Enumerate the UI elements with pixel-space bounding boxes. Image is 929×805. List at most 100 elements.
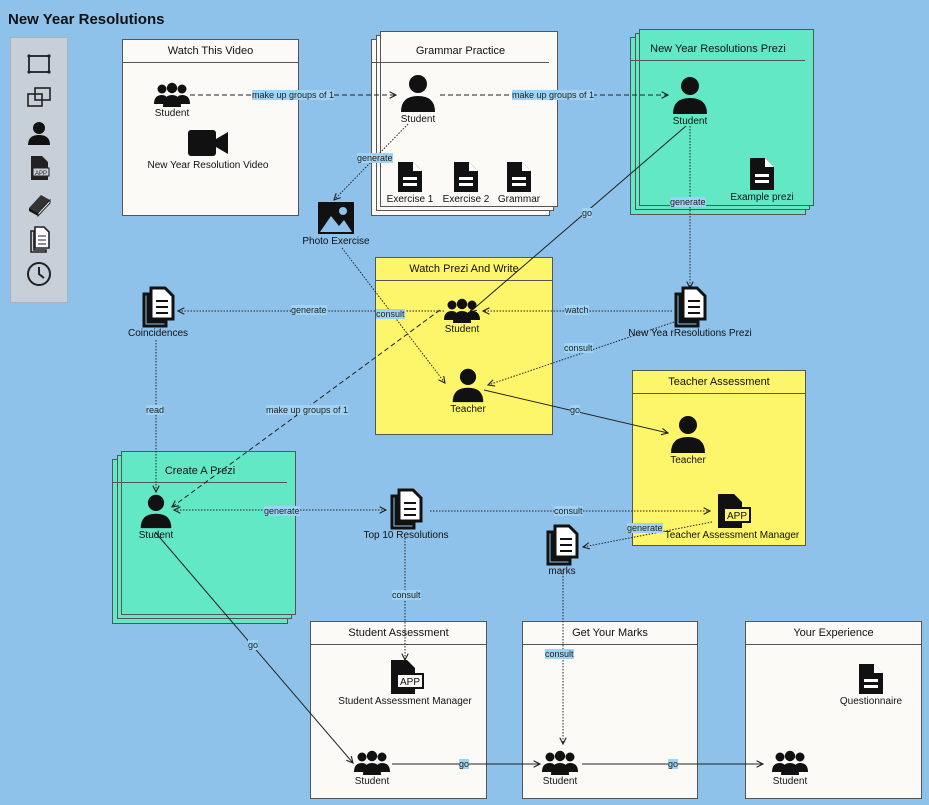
student-node[interactable]: Student bbox=[388, 72, 448, 125]
video-node[interactable]: New Year Resolution Video bbox=[140, 126, 276, 171]
exercise2-node[interactable]: Exercise 2 bbox=[438, 160, 494, 205]
panel-resolutions-prezi[interactable]: New Year Resolutions Prezi bbox=[630, 29, 814, 215]
panel-title: Grammar Practice bbox=[372, 40, 549, 63]
node-label: Teacher Assessment Manager bbox=[664, 530, 800, 541]
tool-palette: APP bbox=[10, 37, 68, 303]
node-label: Student bbox=[154, 108, 190, 119]
edge-label: generate bbox=[670, 197, 706, 207]
coincidences-node[interactable]: Coincidences bbox=[118, 286, 198, 339]
teacher-node[interactable]: Teacher bbox=[658, 413, 718, 466]
documents-icon bbox=[546, 524, 579, 566]
person-icon bbox=[671, 416, 705, 453]
edge-label: watch bbox=[565, 305, 589, 315]
student-node[interactable]: Student bbox=[660, 74, 720, 127]
book-icon[interactable] bbox=[25, 190, 53, 218]
node-label: Teacher bbox=[670, 455, 706, 466]
photo-exercise-node[interactable]: Photo Exercise bbox=[296, 200, 376, 247]
video-camera-icon bbox=[188, 130, 228, 156]
frame-icon[interactable] bbox=[25, 50, 53, 78]
group-icon bbox=[444, 298, 480, 323]
node-label: Student bbox=[444, 324, 480, 335]
edge-label: consult bbox=[376, 309, 405, 319]
app-document-icon[interactable]: APP bbox=[25, 154, 53, 182]
node-label: Photo Exercise bbox=[302, 236, 370, 247]
student-group-node[interactable]: Student bbox=[342, 750, 402, 787]
node-label: Student bbox=[542, 776, 578, 787]
exercise1-node[interactable]: Exercise 1 bbox=[383, 160, 437, 205]
clock-icon[interactable] bbox=[25, 260, 53, 288]
svg-text:APP: APP bbox=[727, 511, 747, 522]
edge-manager-generate-marks bbox=[583, 521, 713, 547]
documents-icon bbox=[390, 488, 423, 530]
node-label: Teacher bbox=[450, 404, 486, 415]
node-label: Student bbox=[354, 776, 390, 787]
teacher-node[interactable]: Teacher bbox=[438, 366, 498, 415]
panel-create-prezi[interactable]: Create A Prezi bbox=[112, 451, 296, 624]
app-document-icon: APP bbox=[391, 660, 424, 694]
panel-title: Watch This Video bbox=[123, 40, 298, 63]
person-icon bbox=[401, 75, 435, 112]
person-icon bbox=[673, 77, 707, 114]
panel-student-assessment[interactable]: Student Assessment bbox=[310, 621, 487, 799]
person-icon[interactable] bbox=[25, 119, 53, 147]
document-icon bbox=[750, 158, 774, 190]
resolutions-prezi-node[interactable]: New Yea rResolutions Prezi bbox=[620, 286, 760, 339]
node-label: Student bbox=[138, 530, 174, 541]
group-icon bbox=[154, 82, 190, 107]
group-icon bbox=[354, 750, 390, 775]
student-group-node[interactable]: Student bbox=[530, 750, 590, 787]
documents-icon bbox=[674, 286, 707, 328]
edge-label: consult bbox=[564, 343, 593, 353]
node-label: Exercise 1 bbox=[386, 194, 434, 205]
edge-label: generate bbox=[627, 523, 663, 533]
student-node[interactable]: Student bbox=[126, 492, 186, 541]
questionnaire-node[interactable]: Questionnaire bbox=[828, 662, 914, 707]
grammar-node[interactable]: Grammar bbox=[494, 160, 544, 205]
edge-label: make up groups of 1 bbox=[266, 405, 349, 415]
edge-prezi-go-watch bbox=[470, 125, 687, 312]
edge-label: consult bbox=[545, 649, 574, 659]
group-frame-icon[interactable] bbox=[25, 84, 53, 112]
node-label: Questionnaire bbox=[839, 696, 903, 707]
node-label: Example prezi bbox=[730, 192, 794, 203]
node-label: Top 10 Resolutions bbox=[363, 530, 449, 541]
app-document-icon: APP bbox=[718, 494, 751, 528]
panel-title: Student Assessment bbox=[311, 622, 486, 645]
student-manager-node[interactable]: APP Student Assessment Manager bbox=[332, 658, 478, 707]
edge-label: make up groups of 1 bbox=[512, 90, 595, 100]
panel-title: Your Experience bbox=[746, 622, 921, 645]
group-icon bbox=[772, 750, 808, 775]
group-icon bbox=[542, 750, 578, 775]
teacher-manager-node[interactable]: APP Teacher Assessment Manager bbox=[662, 492, 802, 541]
edge-label: read bbox=[146, 405, 165, 415]
panel-watch-prezi[interactable]: Watch Prezi And Write bbox=[375, 257, 553, 435]
node-label: New Year Resolution Video bbox=[147, 160, 269, 171]
document-icon bbox=[398, 162, 422, 192]
node-label: marks bbox=[548, 566, 576, 577]
document-icon bbox=[454, 162, 478, 192]
node-label: New Yea rResolutions Prezi bbox=[628, 328, 752, 339]
marks-node[interactable]: marks bbox=[534, 524, 590, 577]
node-label: Exercise 2 bbox=[442, 194, 490, 205]
node-label: Coincidences bbox=[127, 328, 189, 339]
student-group-node[interactable]: Student bbox=[432, 298, 492, 335]
node-label: Student Assessment Manager bbox=[338, 696, 472, 707]
edge-label: generate bbox=[357, 153, 393, 163]
node-label: Student bbox=[672, 116, 708, 127]
student-group-node[interactable]: Student bbox=[142, 82, 202, 119]
panel-title: Get Your Marks bbox=[523, 622, 697, 645]
node-label: Student bbox=[772, 776, 808, 787]
student-group-node[interactable]: Student bbox=[760, 750, 820, 787]
panel-your-experience[interactable]: Your Experience bbox=[745, 621, 922, 799]
edge-label: consult bbox=[392, 590, 421, 600]
panel-title: New Year Resolutions Prezi bbox=[631, 38, 805, 61]
node-label: Student bbox=[400, 114, 436, 125]
documents-icon bbox=[142, 286, 175, 328]
person-icon bbox=[452, 368, 484, 403]
page-title: New Year Resolutions bbox=[8, 11, 165, 28]
top10-node[interactable]: Top 10 Resolutions bbox=[356, 488, 456, 541]
example-prezi-node[interactable]: Example prezi bbox=[726, 156, 798, 203]
person-icon bbox=[140, 494, 172, 529]
panel-watch-video[interactable]: Watch This Video bbox=[122, 39, 299, 216]
documents-icon[interactable] bbox=[25, 225, 53, 253]
